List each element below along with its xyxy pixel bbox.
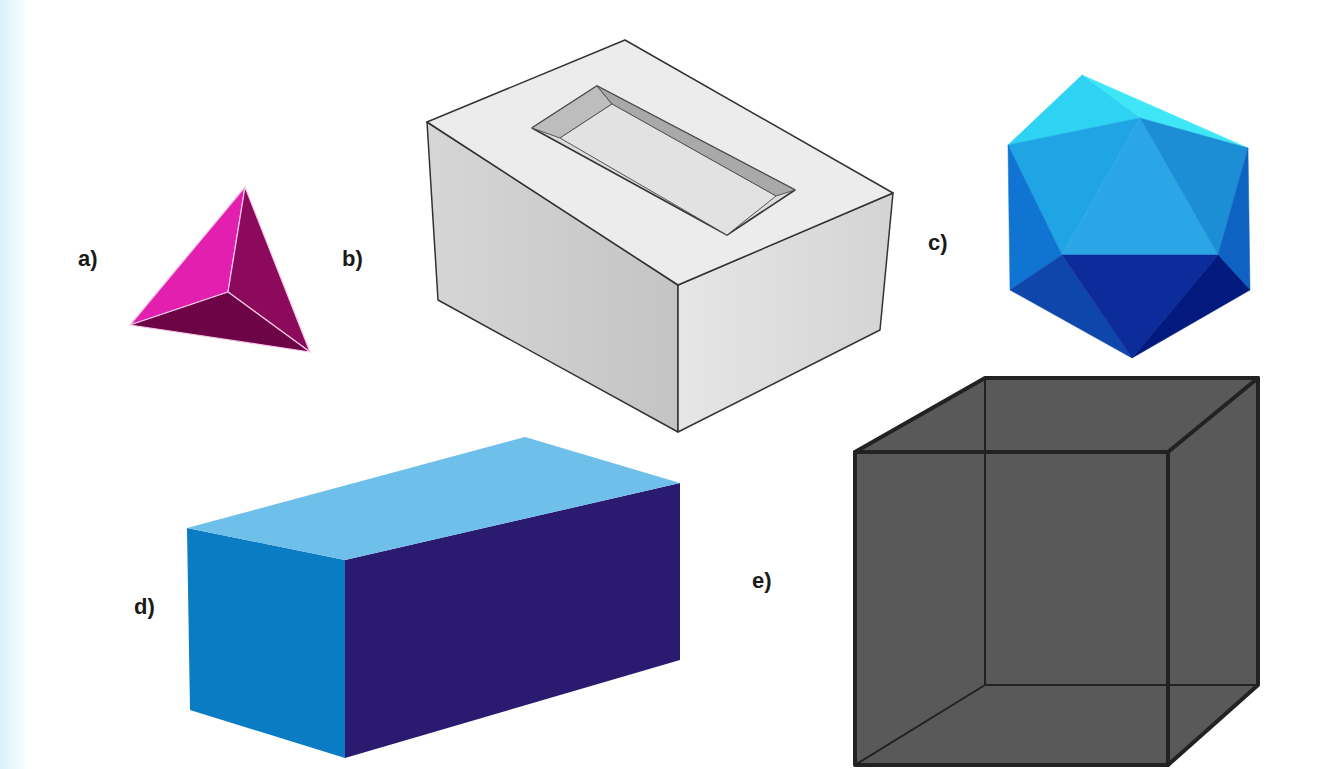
figure-letter: e) (752, 570, 772, 592)
tetrahedron (130, 187, 310, 352)
figure-letter: a) (78, 248, 98, 270)
recessed-box (427, 40, 893, 432)
cuboid (187, 437, 680, 758)
icosahedron (1008, 75, 1250, 358)
figure-letter: c) (928, 232, 948, 254)
figure-letter: b) (342, 248, 363, 270)
cube (855, 378, 1258, 765)
figure-letter: d) (134, 596, 155, 618)
